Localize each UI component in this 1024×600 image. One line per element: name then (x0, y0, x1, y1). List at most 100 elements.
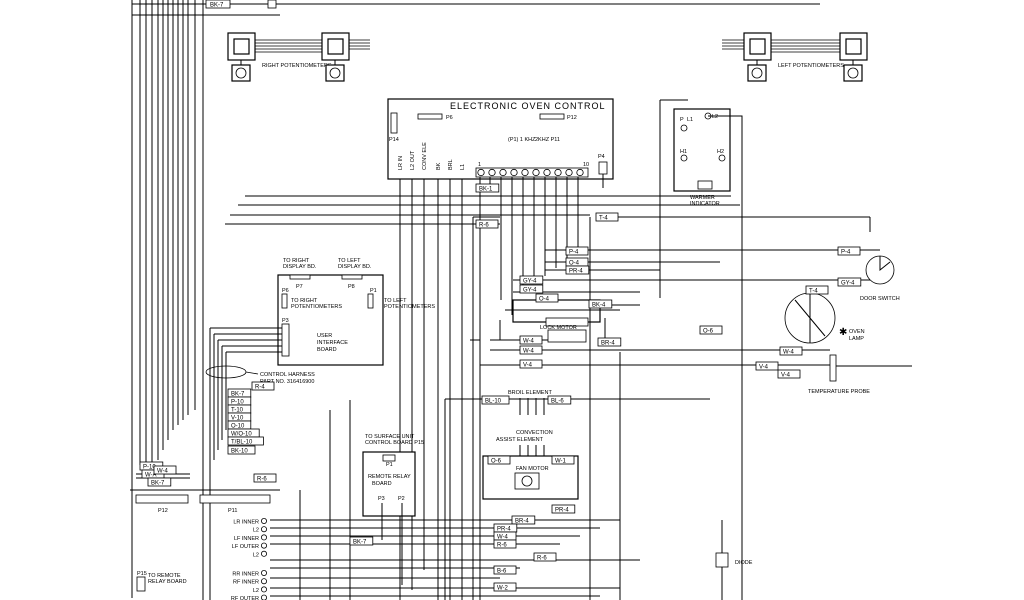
wire-tag-label: BK-7 (231, 391, 245, 397)
wire-tag: R-4 (251, 381, 275, 391)
svg-text:LR IN: LR IN (398, 156, 404, 170)
wire-tag-label: V-4 (781, 372, 791, 378)
wire-tag-label: W-4 (497, 534, 509, 540)
lamp-line2: LAMP (849, 336, 864, 342)
svg-text:LOCK MOTOR: LOCK MOTOR (540, 325, 577, 331)
uib-rpots2: POTENTIOMETERS (291, 304, 342, 310)
wire-tag: B-6 (493, 565, 517, 575)
wire-tag-label: W-4 (523, 338, 535, 344)
wire-tag-label: GY-4 (841, 280, 855, 286)
wire-tag: BL-6 (547, 395, 572, 405)
wire-tag: P-4 (837, 246, 861, 256)
svg-text:P14: P14 (389, 137, 399, 143)
wire-tag: P-4 (565, 246, 589, 256)
svg-text:2KHZ P11: 2KHZ P11 (535, 137, 560, 143)
svg-text:P2: P2 (398, 496, 405, 502)
p15-to2: RELAY BOARD (148, 579, 187, 585)
wire-tag-label: GY-4 (523, 278, 537, 284)
wire-tag-label: V-4 (523, 362, 533, 368)
uib-rpots1: TO RIGHT (291, 298, 318, 304)
oven-control-pin (532, 168, 540, 177)
wire-tag: BK-7 (147, 477, 172, 487)
wire-tag: R-6 (493, 539, 517, 549)
wire-tag-label: GY-4 (523, 287, 537, 293)
svg-text:P12: P12 (158, 508, 168, 514)
top-connector (267, 0, 277, 9)
relay-to2: CONTROL BOARD P15 (365, 440, 424, 446)
svg-text:ELECTRONIC OVEN CONTROL: ELECTRONIC OVEN CONTROL (450, 101, 606, 111)
left-front-display-board (839, 32, 868, 82)
svg-text:P6: P6 (446, 115, 453, 121)
terminal-label: L2 (253, 552, 259, 558)
svg-text:CONV ELE: CONV ELE (422, 142, 428, 170)
warmer-line1: WARMER (690, 195, 715, 201)
oven-control-pin-circles (477, 168, 584, 177)
svg-text:P15: P15 (137, 571, 147, 577)
terminal-label: RF OUTER (231, 596, 259, 600)
wire-tag: V-4 (519, 359, 543, 369)
wire-tag: R-6 (475, 219, 499, 229)
wire-tag: O-10 (227, 420, 252, 430)
broil-element: BROIL ELEMENT (508, 390, 552, 415)
temperature-probe: TEMPERATURE PROBE (808, 354, 912, 395)
wire-tag-label: W/O-10 (231, 431, 252, 437)
wire-tag-label: PR-4 (569, 268, 583, 274)
wire-tag: W/O-10 (227, 428, 260, 438)
uib-right-disp1: TO RIGHT (283, 258, 310, 264)
conv2: ASSIST ELEMENT (496, 437, 544, 443)
wire-tag-label: T/BL-10 (231, 439, 253, 445)
uib-left-disp2: DISPLAY BD. (338, 264, 372, 270)
terminal-post (260, 570, 267, 577)
relay-t1: REMOTE RELAY (368, 474, 411, 480)
terminal-label: RF INNER (233, 580, 259, 586)
svg-text:P12: P12 (567, 115, 577, 121)
wire-tag: BL-10 (481, 395, 510, 405)
terminal-label: L2 (253, 588, 259, 594)
svg-text:✱: ✱ (839, 327, 847, 338)
wire-tag: W-4 (493, 531, 517, 541)
svg-text:P7: P7 (296, 284, 303, 290)
wire-tag-label: BR-4 (601, 340, 615, 346)
wire-tag-label: BK-7 (353, 539, 367, 545)
wire-tag-label: R-4 (255, 384, 265, 390)
svg-text:P: P (680, 117, 684, 123)
oven-control-pin (576, 168, 584, 177)
svg-text:L2 OUT: L2 OUT (410, 150, 416, 170)
wire-tag-label: R-6 (497, 542, 507, 548)
oven-control-pin (543, 168, 551, 177)
wire-tag-label: W-4 (783, 349, 795, 355)
wire-tags: BK-1R-6T-4P-4O-4PR-4GY-4GY-4O-4BK-4W-4W-… (139, 183, 862, 592)
svg-text:P11: P11 (228, 508, 237, 514)
svg-text:L1: L1 (460, 164, 466, 170)
svg-text:10: 10 (583, 162, 589, 168)
wire-tag: V-4 (755, 361, 779, 371)
terminal-post (261, 594, 267, 600)
svg-text:P4: P4 (598, 154, 605, 160)
svg-text:TEMPERATURE PROBE: TEMPERATURE PROBE (808, 389, 870, 395)
diode: DIODE (715, 520, 753, 600)
oven-control-pin (488, 168, 496, 177)
svg-text:L2: L2 (712, 114, 718, 120)
wire-tag-label: O-6 (491, 458, 502, 464)
svg-text:FAN MOTOR: FAN MOTOR (516, 466, 549, 472)
wire-tag-label: W-4 (157, 468, 169, 474)
terminal-label: LF OUTER (232, 544, 259, 550)
svg-text:P6: P6 (282, 288, 289, 294)
svg-text:P1: P1 (386, 462, 393, 468)
warmer-line2: INDICATOR (690, 201, 720, 207)
wire-tag-label: BK-7 (151, 480, 165, 486)
wire-tag: O-6 (487, 455, 511, 465)
wire-tag-label: BL-10 (485, 398, 502, 404)
wire-tag-label: BK-4 (592, 302, 606, 308)
